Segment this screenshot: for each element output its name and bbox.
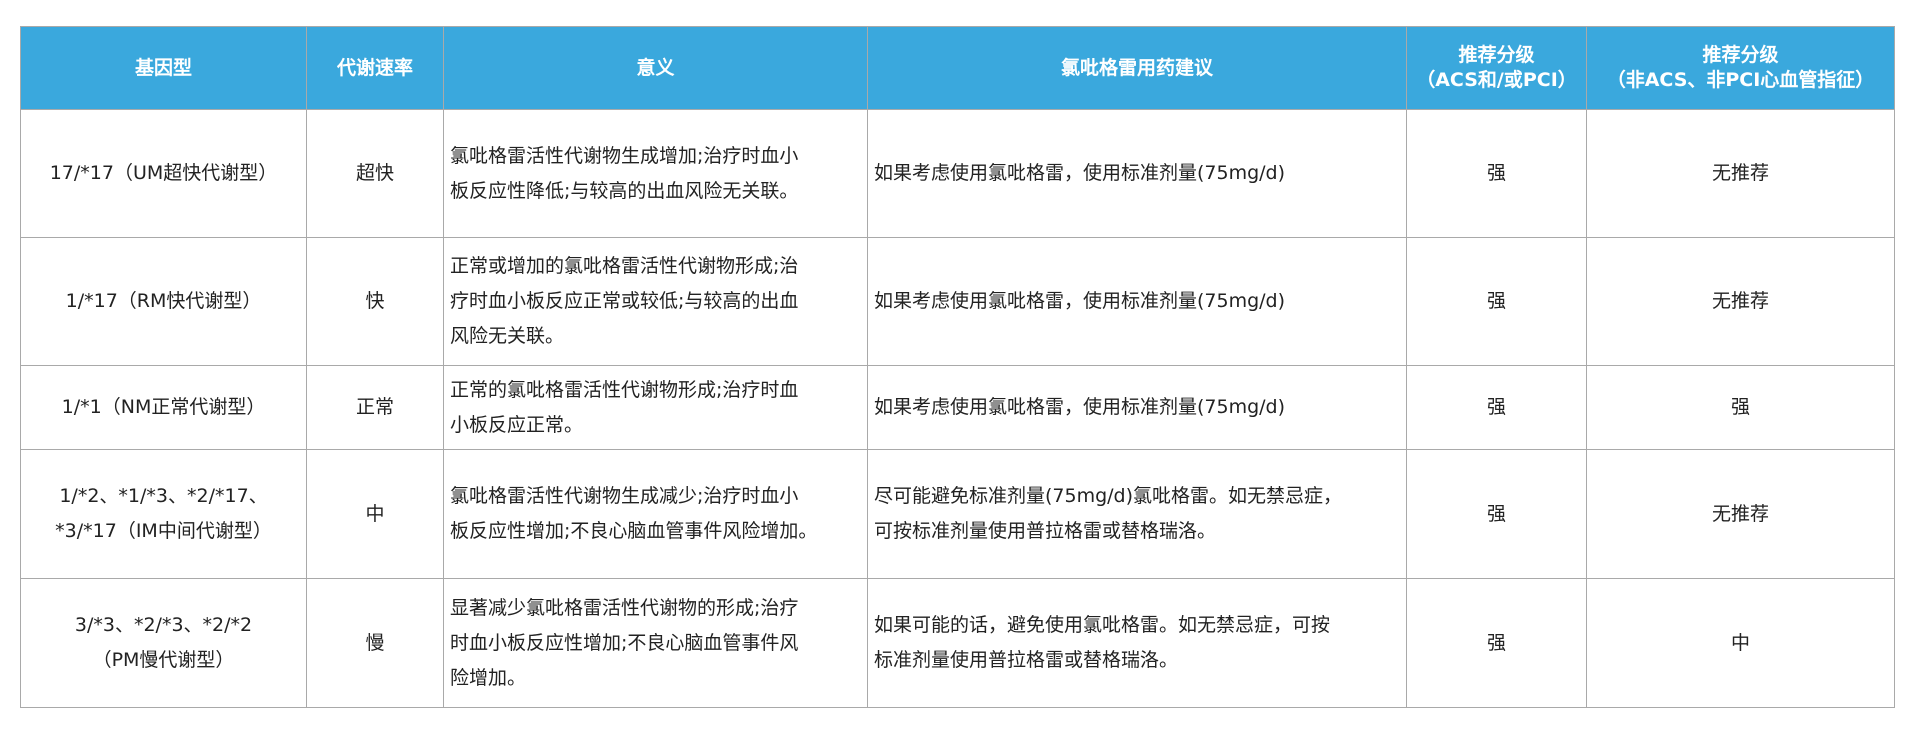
cell-metabolic-rate: 超快 — [306, 109, 444, 238]
cell-genotype: 3/*3、*2/*3、*2/*2 （PM慢代谢型） — [20, 578, 307, 708]
header-metabolic-rate: 代谢速率 — [306, 26, 444, 110]
cell-genotype: 17/*17（UM超快代谢型） — [20, 109, 307, 238]
cell-metabolic-rate: 快 — [306, 237, 444, 366]
cell-advice: 如果考虑使用氯吡格雷，使用标准剂量(75mg/d) — [867, 365, 1407, 450]
cell-grade-acs: 强 — [1406, 449, 1587, 579]
cell-grade-acs: 强 — [1406, 578, 1587, 708]
header-clopidogrel-advice: 氯吡格雷用药建议 — [867, 26, 1407, 110]
cell-grade-non-acs: 强 — [1586, 365, 1895, 450]
cell-meaning: 氯吡格雷活性代谢物生成增加;治疗时血小 板反应性降低;与较高的出血风险无关联。 — [443, 109, 868, 238]
cell-grade-acs: 强 — [1406, 109, 1587, 238]
cell-meaning: 氯吡格雷活性代谢物生成减少;治疗时血小 板反应性增加;不良心脑血管事件风险增加。 — [443, 449, 868, 579]
cell-grade-non-acs: 无推荐 — [1586, 449, 1895, 579]
table-row: 1/*1（NM正常代谢型） 正常 正常的氯吡格雷活性代谢物形成;治疗时血 小板反… — [20, 365, 1895, 450]
cell-meaning: 正常或增加的氯吡格雷活性代谢物形成;治 疗时血小板反应正常或较低;与较高的出血 … — [443, 237, 868, 366]
clopidogrel-genotype-table: 基因型 代谢速率 意义 氯吡格雷用药建议 推荐分级 （ACS和/或PCI） 推荐… — [20, 26, 1895, 708]
cell-genotype: 1/*17（RM快代谢型） — [20, 237, 307, 366]
cell-grade-non-acs: 无推荐 — [1586, 109, 1895, 238]
table-row: 17/*17（UM超快代谢型） 超快 氯吡格雷活性代谢物生成增加;治疗时血小 板… — [20, 109, 1895, 238]
header-grade-acs-pci: 推荐分级 （ACS和/或PCI） — [1406, 26, 1587, 110]
cell-metabolic-rate: 正常 — [306, 365, 444, 450]
cell-advice: 如果可能的话，避免使用氯吡格雷。如无禁忌症，可按 标准剂量使用普拉格雷或替格瑞洛… — [867, 578, 1407, 708]
cell-advice: 如果考虑使用氯吡格雷，使用标准剂量(75mg/d) — [867, 237, 1407, 366]
cell-meaning: 显著减少氯吡格雷活性代谢物的形成;治疗 时血小板反应性增加;不良心脑血管事件风 … — [443, 578, 868, 708]
header-meaning: 意义 — [443, 26, 868, 110]
cell-grade-acs: 强 — [1406, 237, 1587, 366]
cell-grade-non-acs: 中 — [1586, 578, 1895, 708]
table-row: 1/*17（RM快代谢型） 快 正常或增加的氯吡格雷活性代谢物形成;治 疗时血小… — [20, 237, 1895, 366]
header-grade-non-acs: 推荐分级 （非ACS、非PCI心血管指征） — [1586, 26, 1895, 110]
cell-advice: 尽可能避免标准剂量(75mg/d)氯吡格雷。如无禁忌症， 可按标准剂量使用普拉格… — [867, 449, 1407, 579]
table-header-row: 基因型 代谢速率 意义 氯吡格雷用药建议 推荐分级 （ACS和/或PCI） 推荐… — [20, 26, 1895, 110]
cell-genotype: 1/*1（NM正常代谢型） — [20, 365, 307, 450]
cell-genotype: 1/*2、*1/*3、*2/*17、 *3/*17（IM中间代谢型） — [20, 449, 307, 579]
table-row: 1/*2、*1/*3、*2/*17、 *3/*17（IM中间代谢型） 中 氯吡格… — [20, 449, 1895, 579]
genotype-recommendation-table-container: 基因型 代谢速率 意义 氯吡格雷用药建议 推荐分级 （ACS和/或PCI） 推荐… — [20, 26, 1895, 708]
cell-metabolic-rate: 慢 — [306, 578, 444, 708]
cell-grade-acs: 强 — [1406, 365, 1587, 450]
cell-advice: 如果考虑使用氯吡格雷，使用标准剂量(75mg/d) — [867, 109, 1407, 238]
cell-meaning: 正常的氯吡格雷活性代谢物形成;治疗时血 小板反应正常。 — [443, 365, 868, 450]
table-row: 3/*3、*2/*3、*2/*2 （PM慢代谢型） 慢 显著减少氯吡格雷活性代谢… — [20, 578, 1895, 708]
cell-metabolic-rate: 中 — [306, 449, 444, 579]
cell-grade-non-acs: 无推荐 — [1586, 237, 1895, 366]
header-genotype: 基因型 — [20, 26, 307, 110]
